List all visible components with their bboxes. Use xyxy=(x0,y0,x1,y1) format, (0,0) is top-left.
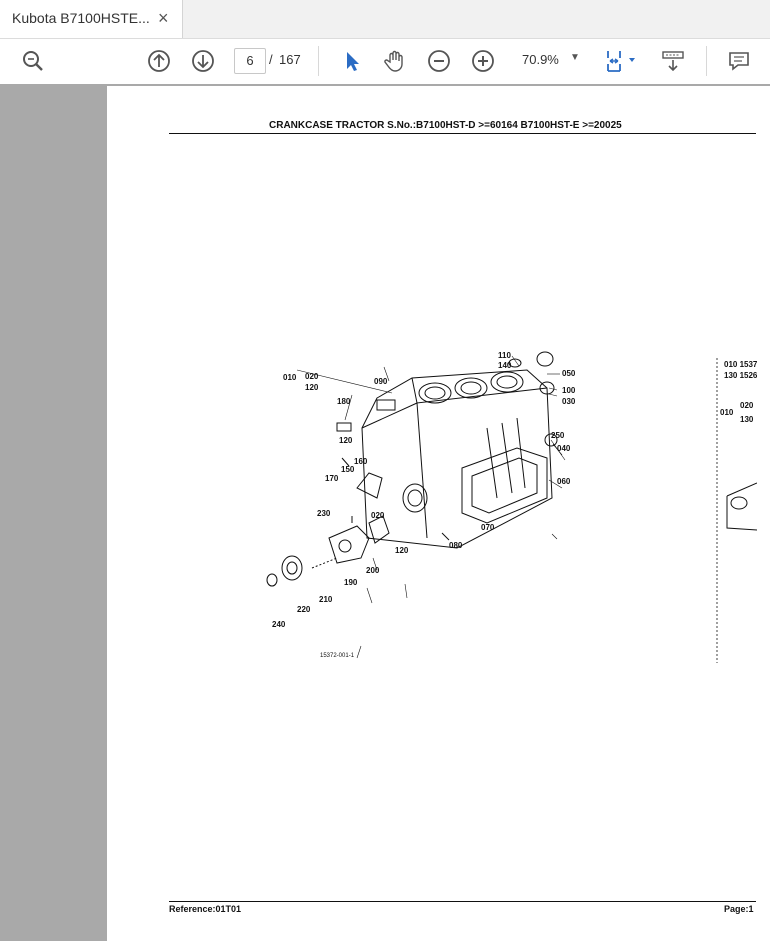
document-viewer[interactable]: CRANKCASE TRACTOR S.No.:B7100HST-D >=601… xyxy=(0,84,770,941)
hand-icon[interactable] xyxy=(382,48,408,74)
page-title: CRANKCASE TRACTOR S.No.:B7100HST-D >=601… xyxy=(269,120,622,131)
part-label: 120 xyxy=(305,383,319,392)
zoom-select[interactable]: 70.9% ▼ xyxy=(512,48,588,72)
crankcase-exploded-diagram: 090 010 020 120 180 120 160 150 170 110 … xyxy=(266,351,757,663)
part-label: 120 xyxy=(339,436,353,445)
part-label: 030 xyxy=(562,397,576,406)
toolbar-divider xyxy=(318,46,319,76)
page-separator: / xyxy=(269,52,273,67)
part-label: 080 xyxy=(449,541,463,550)
toolbar: 6 / 167 70.9% ▼ xyxy=(0,38,770,85)
part-label: 110 xyxy=(498,351,511,360)
toolbar-divider xyxy=(706,46,707,76)
page-label: Page:1 xyxy=(724,904,754,914)
part-label: 250 xyxy=(551,431,565,440)
comment-icon[interactable] xyxy=(726,48,752,74)
inset-part-line: 130 15261-0231-0 xyxy=(724,371,757,380)
part-label: 120 xyxy=(395,546,409,555)
search-icon[interactable] xyxy=(20,48,46,74)
tab-title: Kubota B7100HSTE... xyxy=(12,10,150,26)
reference-label: Reference:01T01 xyxy=(169,904,242,914)
zoom-in-icon[interactable] xyxy=(470,48,496,74)
part-label: 150 xyxy=(341,465,355,474)
part-label: 220 xyxy=(297,605,311,614)
part-label: 010 xyxy=(720,408,734,417)
part-label: 070 xyxy=(481,523,495,532)
page-up-icon[interactable] xyxy=(146,48,172,74)
page-down-icon[interactable] xyxy=(190,48,216,74)
part-label: 040 xyxy=(557,444,571,453)
footer-rule xyxy=(169,901,756,902)
scroll-mode-icon[interactable] xyxy=(660,48,686,74)
part-label: 020 xyxy=(371,511,385,520)
fit-page-icon[interactable] xyxy=(604,48,640,74)
pdf-page: CRANKCASE TRACTOR S.No.:B7100HST-D >=601… xyxy=(107,86,770,941)
part-label: 160 xyxy=(354,457,368,466)
part-label: 060 xyxy=(557,477,571,486)
part-label: 100 xyxy=(562,386,576,395)
part-label: 240 xyxy=(272,620,286,629)
part-label: 190 xyxy=(344,578,358,587)
page-number-input[interactable]: 6 xyxy=(234,48,266,74)
figure-code: 15372-001-1 xyxy=(320,653,355,659)
document-tab[interactable]: Kubota B7100HSTE... × xyxy=(0,0,183,38)
part-label: 130 xyxy=(740,415,754,424)
part-label: 210 xyxy=(319,595,333,604)
part-label: 050 xyxy=(562,369,576,378)
part-label: 230 xyxy=(317,509,331,518)
select-arrow-icon[interactable] xyxy=(339,48,365,74)
part-label: 170 xyxy=(325,474,339,483)
part-label: 020 xyxy=(305,372,319,381)
part-label: 020 xyxy=(740,401,754,410)
part-label: 180 xyxy=(337,397,351,406)
chevron-down-icon: ▼ xyxy=(570,52,580,63)
part-label: 010 xyxy=(283,373,297,382)
part-label: 090 xyxy=(374,377,388,386)
tab-bar: Kubota B7100HSTE... × xyxy=(0,0,770,38)
zoom-value: 70.9% xyxy=(522,52,559,67)
close-icon[interactable]: × xyxy=(158,8,169,28)
header-rule xyxy=(169,133,756,134)
part-label: 140 xyxy=(498,361,512,370)
part-label: 200 xyxy=(366,566,380,575)
page-total: 167 xyxy=(279,52,301,67)
zoom-out-icon[interactable] xyxy=(426,48,452,74)
